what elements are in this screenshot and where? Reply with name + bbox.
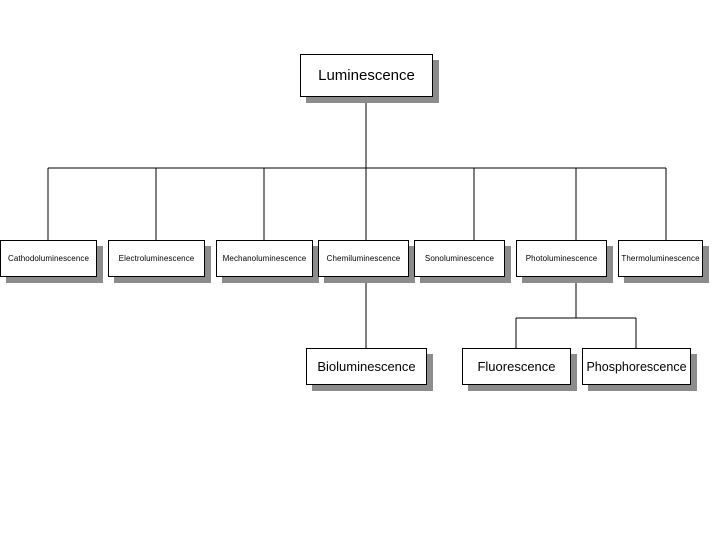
node-photoluminescence: Photoluminescence	[516, 240, 607, 277]
node-sonoluminescence: Sonoluminescence	[414, 240, 505, 277]
node-fluorescence-label: Fluorescence	[477, 359, 556, 374]
node-cathodoluminescence: Cathodoluminescence	[0, 240, 97, 277]
node-chemiluminescence: Chemiluminescence	[318, 240, 409, 277]
node-luminescence-label: Luminescence	[318, 67, 415, 84]
node-electroluminescence-label: Electroluminescence	[118, 254, 195, 263]
node-phosphorescence-label: Phosphorescence	[586, 359, 687, 374]
node-fluorescence: Fluorescence	[462, 348, 571, 385]
node-mechanoluminescence-label: Mechanoluminescence	[222, 254, 307, 263]
node-phosphorescence: Phosphorescence	[582, 348, 691, 385]
node-sonoluminescence-label: Sonoluminescence	[424, 254, 495, 263]
node-mechanoluminescence: Mechanoluminescence	[216, 240, 313, 277]
node-bioluminescence-label: Bioluminescence	[317, 359, 416, 374]
node-electroluminescence: Electroluminescence	[108, 240, 205, 277]
node-photoluminescence-label: Photoluminescence	[525, 254, 598, 263]
node-luminescence: Luminescence	[300, 54, 433, 97]
node-thermoluminescence-label: Thermoluminescence	[621, 254, 700, 263]
node-chemiluminescence-label: Chemiluminescence	[326, 254, 401, 263]
node-cathodoluminescence-label: Cathodoluminescence	[7, 254, 90, 263]
node-thermoluminescence: Thermoluminescence	[618, 240, 703, 277]
node-bioluminescence: Bioluminescence	[306, 348, 427, 385]
